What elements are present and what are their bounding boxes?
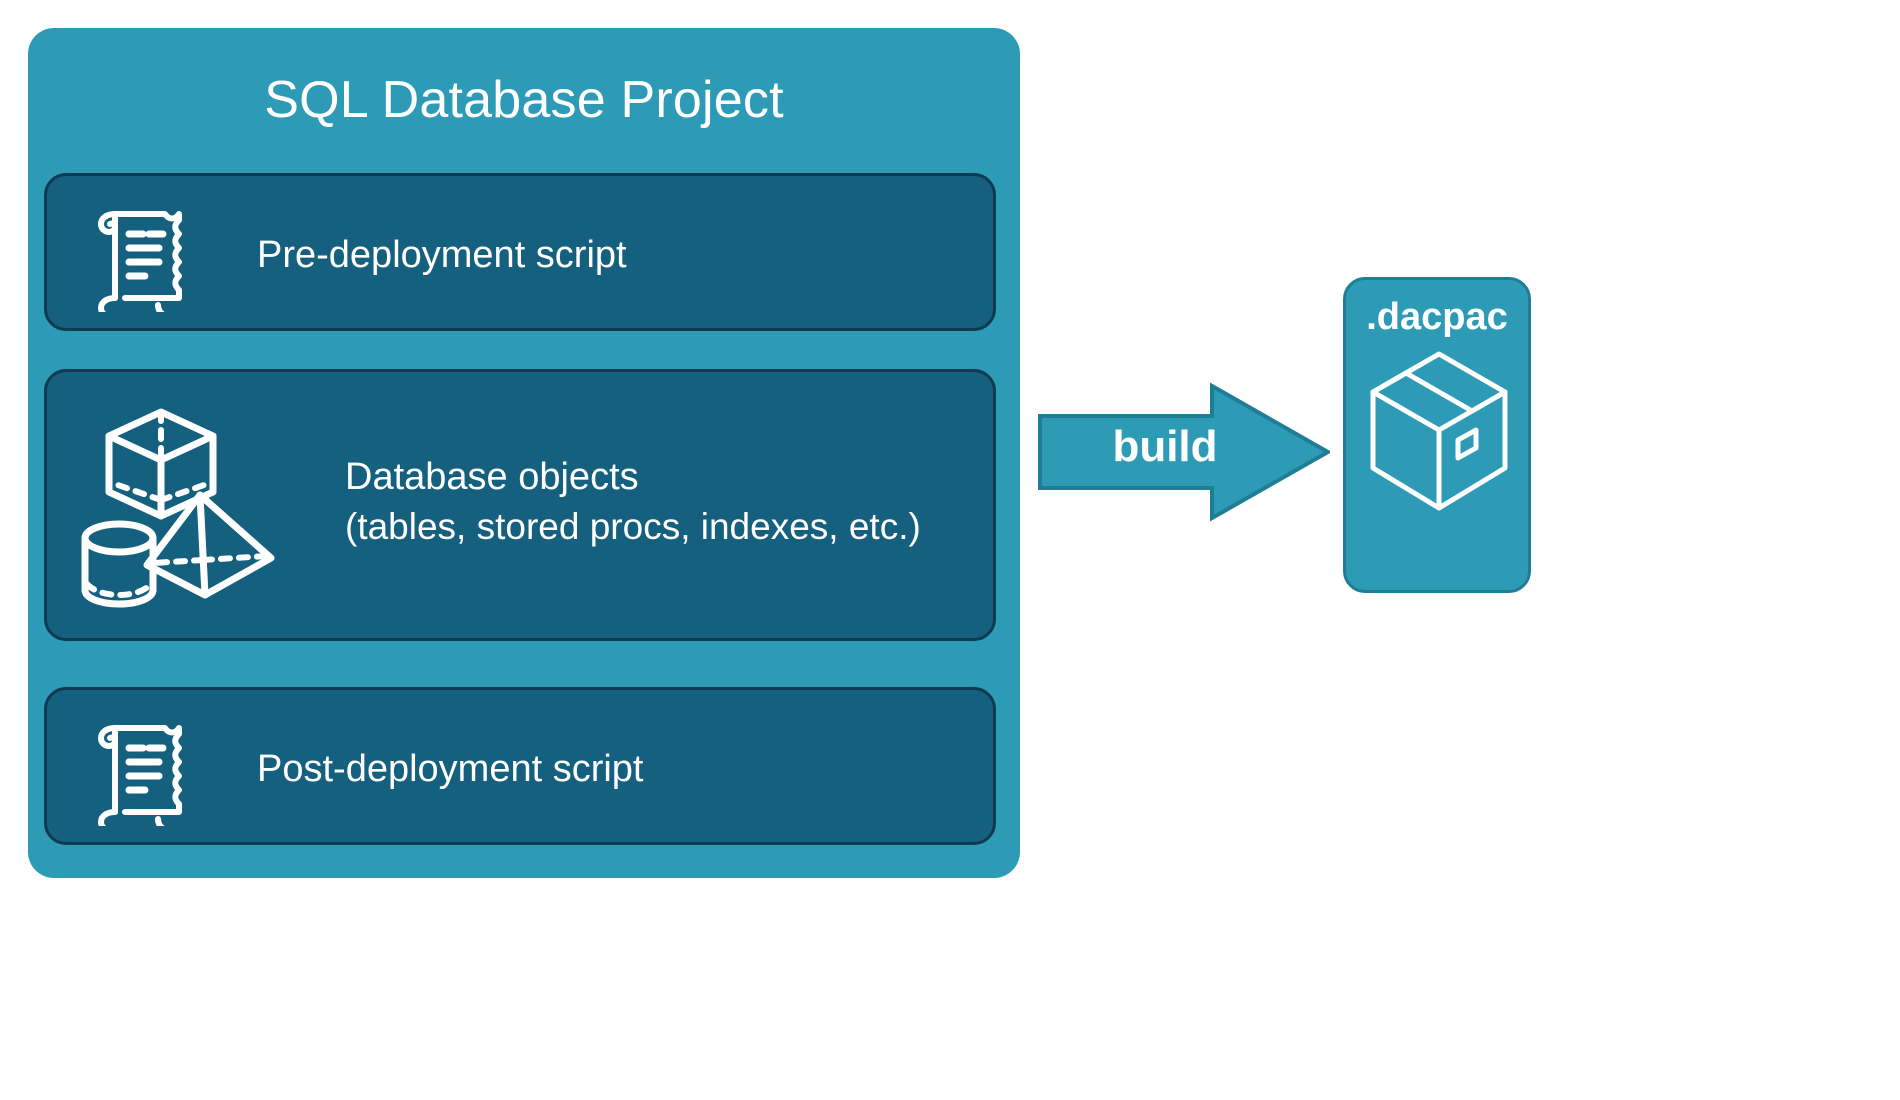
card-database-objects[interactable]: Database objects (tables, stored procs, … (44, 369, 996, 641)
package-box-icon (1366, 348, 1512, 521)
card-label-post-deployment: Post-deployment script (257, 748, 644, 790)
card-post-deployment-script[interactable]: Post-deployment script (44, 687, 996, 845)
build-arrow (1038, 382, 1333, 522)
card-label-database-objects: Database objects (tables, stored procs, … (345, 452, 921, 552)
scroll-icon (85, 200, 205, 319)
scroll-icon (85, 714, 205, 833)
card-label-database-objects-line2: (tables, stored procs, indexes, etc.) (345, 506, 921, 547)
database-objects-icons (75, 390, 335, 635)
project-title: SQL Database Project (264, 71, 784, 129)
build-label: build (1112, 422, 1218, 471)
arrow-right-icon (1038, 382, 1333, 522)
dacpac-output-panel[interactable]: .dacpac (1343, 277, 1531, 593)
card-label-pre-deployment: Pre-deployment script (257, 234, 627, 276)
card-label-database-objects-line1: Database objects (345, 456, 639, 498)
dacpac-label: .dacpac (1366, 296, 1508, 338)
sql-database-project-panel: SQL Database Project (28, 28, 1020, 878)
card-pre-deployment-script[interactable]: Pre-deployment script (44, 173, 996, 331)
